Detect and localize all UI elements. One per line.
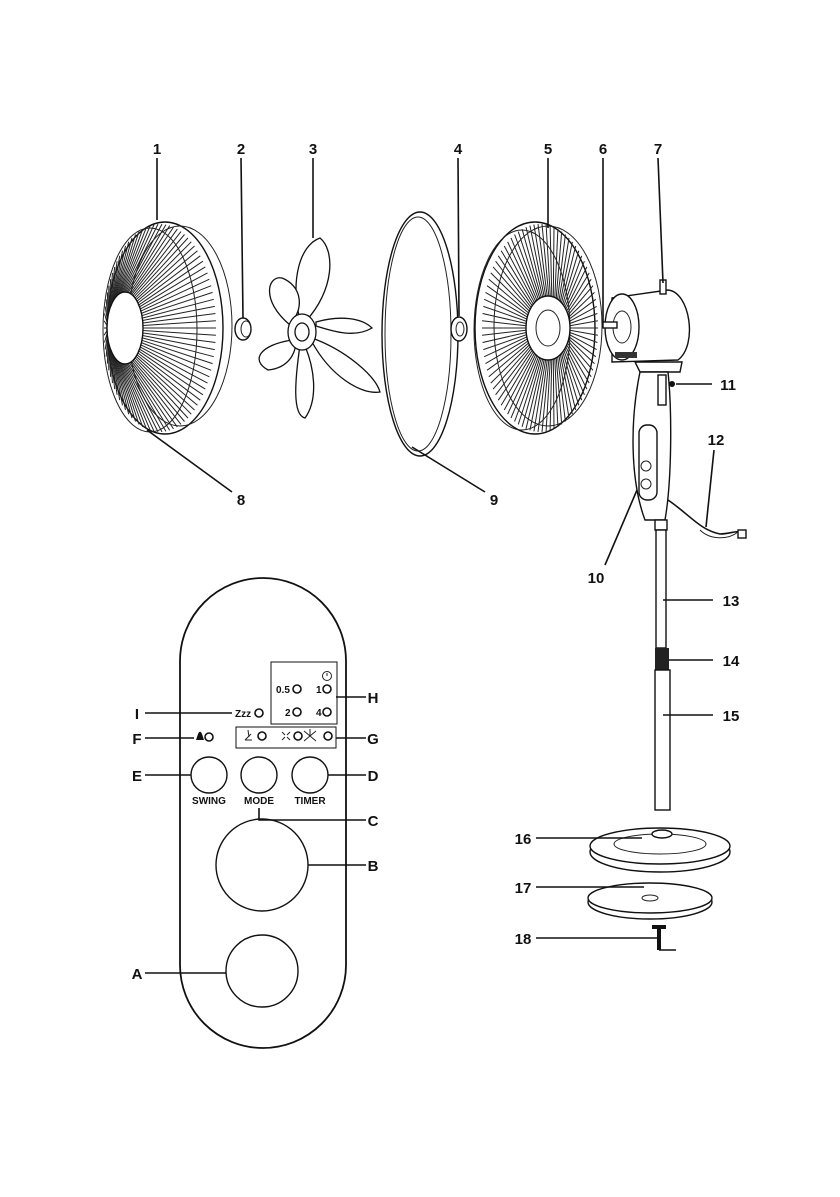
timer-value-1: 1 <box>316 685 322 696</box>
part-label-15: 15 <box>723 708 740 725</box>
part-label-1: 1 <box>153 141 161 158</box>
timer-value-0-5: 0.5 <box>276 685 290 696</box>
part-label-3: 3 <box>309 141 317 158</box>
motor-housing <box>603 280 689 362</box>
timer-value-2: 2 <box>285 708 291 719</box>
part-label-9: 9 <box>490 492 498 509</box>
remote-control <box>180 578 346 1048</box>
spinner-cap <box>235 318 251 340</box>
part-label-7: 7 <box>654 141 662 158</box>
rear-grille <box>474 222 602 434</box>
part-label-11: 11 <box>720 377 736 394</box>
remote-label-a: A <box>132 966 143 983</box>
remote-label-b: B <box>368 858 379 875</box>
part-label-5: 5 <box>544 141 552 158</box>
part-label-2: 2 <box>237 141 245 158</box>
remote-label-e: E <box>132 768 142 785</box>
front-grille <box>103 222 232 434</box>
part-label-4: 4 <box>454 141 463 158</box>
base-bottom <box>588 883 712 919</box>
sleep-text: Zzz <box>235 709 251 720</box>
grille-ring <box>382 212 458 456</box>
grille-wire <box>553 359 554 429</box>
part-label-13: 13 <box>723 593 740 610</box>
timer-button-label: TIMER <box>294 796 326 807</box>
plastic-nut <box>451 317 467 341</box>
part-label-10: 10 <box>588 570 605 587</box>
remote-label-i: I <box>135 706 139 723</box>
part-label-17: 17 <box>515 880 532 897</box>
part-label-18: 18 <box>515 931 532 948</box>
grille-wire <box>553 227 554 297</box>
part-label-6: 6 <box>599 141 607 158</box>
stand-column <box>633 362 746 810</box>
remote-label-d: D <box>368 768 379 785</box>
grille-wire <box>107 292 108 315</box>
base-top <box>590 828 730 872</box>
remote-label-f: F <box>132 731 141 748</box>
timer-value-4: 4 <box>316 708 322 719</box>
remote-label-h: H <box>368 690 379 707</box>
fan-blade <box>259 238 380 418</box>
mode-button-label: MODE <box>244 796 274 807</box>
part-label-8: 8 <box>237 492 245 509</box>
remote-label-c: C <box>368 813 379 830</box>
swing-button-label: SWING <box>192 796 226 807</box>
part-label-12: 12 <box>708 432 725 449</box>
remote-label-g: G <box>367 731 379 748</box>
part-label-14: 14 <box>723 653 740 670</box>
part-label-16: 16 <box>515 831 532 848</box>
